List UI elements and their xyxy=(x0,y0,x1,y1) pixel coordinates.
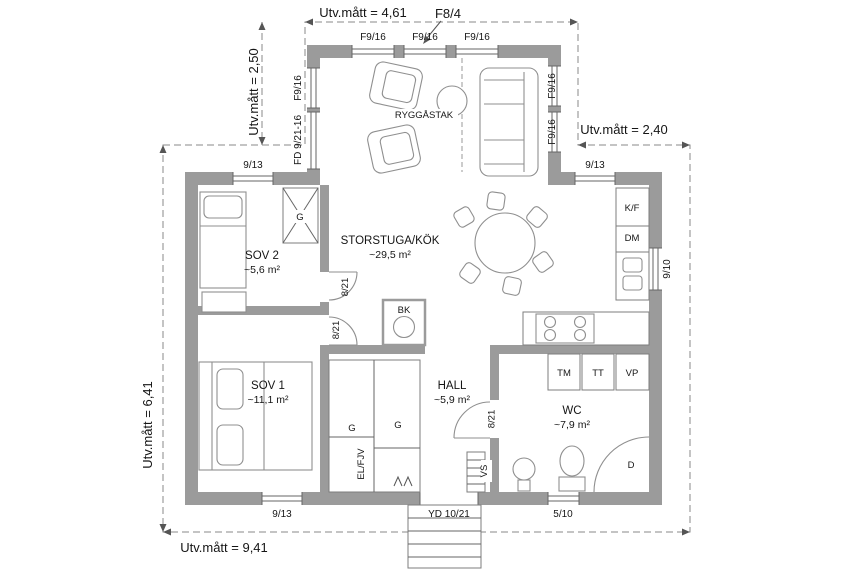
room-label-sov2: SOV 2 xyxy=(245,250,279,262)
room-area-wc: ~7,9 m² xyxy=(554,419,590,431)
window-label-top-right: 9/13 xyxy=(585,160,605,171)
window-label-f84: F8/4 xyxy=(435,6,461,21)
shower-label: D xyxy=(628,460,635,471)
window-top-right xyxy=(574,172,616,185)
closet-door-mark-1 xyxy=(393,475,403,487)
dimension-lines xyxy=(159,18,691,536)
sink-bowl-1 xyxy=(622,257,643,273)
armchair-1 xyxy=(369,61,423,111)
room-area-sov1: ~11,1 m² xyxy=(248,394,289,406)
window-bay-right-2 xyxy=(548,111,561,153)
bay-furniture xyxy=(367,61,539,177)
window-label-bay-top-3: F9/16 xyxy=(464,32,490,43)
closet-block xyxy=(328,359,421,493)
ridge-label: RYGGÅSTAK xyxy=(395,110,454,121)
window-label-bay-top-2: F9/16 xyxy=(412,32,438,43)
dim-label-top: Utv.mått = 4,61 xyxy=(319,5,407,20)
window-bay-top-1 xyxy=(351,45,395,58)
appliance-label-dishwasher: DM xyxy=(625,233,640,244)
room-label-sov1: SOV 1 xyxy=(251,380,285,392)
entry-stairs xyxy=(407,504,482,569)
door-label-sov2: 8/21 xyxy=(340,278,351,297)
fireplace xyxy=(381,298,427,347)
door-label-sov1: 8/21 xyxy=(331,321,342,340)
ridge-label-halo xyxy=(390,109,458,120)
door-label-wc: 8/21 xyxy=(487,410,498,429)
room-area-sov2: ~5,6 m² xyxy=(244,264,280,276)
window-label-bottom-right: 5/10 xyxy=(553,509,573,520)
window-label-bay-top-1: F9/16 xyxy=(360,32,386,43)
room-label-wc: WC xyxy=(562,405,581,417)
sink-bowl-2 xyxy=(622,275,643,291)
kitchen xyxy=(522,187,650,346)
wardrobe-label-2: G xyxy=(394,420,401,431)
window-label-top-left: 9/13 xyxy=(243,160,263,171)
bed-double xyxy=(198,361,313,471)
appliance-label-heatpump: VP xyxy=(626,368,639,379)
appliance-label-dryer: TT xyxy=(592,368,604,379)
dining-table xyxy=(474,212,536,274)
window-top-left xyxy=(232,172,274,185)
appliance-label-washer: TM xyxy=(557,368,571,379)
toilet xyxy=(558,445,586,492)
fridge-freezer xyxy=(615,187,650,227)
window-bay-top-3 xyxy=(455,45,499,58)
window-bay-top-2 xyxy=(403,45,447,58)
appliance-label-fridge: K/F xyxy=(625,203,640,214)
room-area-storstuga: ~29,5 m² xyxy=(369,249,411,261)
bed-single xyxy=(199,191,247,313)
window-label-bay-right-2: F9/16 xyxy=(547,119,558,145)
window-bottom-left xyxy=(261,492,303,505)
room-label-hall: HALL xyxy=(438,380,467,392)
window-label-bay-right-1: F9/16 xyxy=(547,73,558,99)
dim-label-bottom: Utv.mått = 9,41 xyxy=(180,540,268,555)
wc-sink xyxy=(512,457,536,492)
stove xyxy=(535,313,595,344)
vs-label: VS xyxy=(479,465,490,478)
door-label-entry: YD 10/21 xyxy=(428,509,470,520)
wardrobe-label-1: G xyxy=(348,423,355,434)
sofa xyxy=(479,67,539,177)
door-bay-left xyxy=(307,111,320,170)
window-label-bay-left: F9/16 xyxy=(293,75,304,101)
door-label-bay-left: FD 9/21-16 xyxy=(293,115,304,165)
fireplace-label: BK xyxy=(398,305,411,316)
window-right xyxy=(649,247,662,291)
vs-halo xyxy=(481,460,492,482)
dining-set xyxy=(453,191,554,296)
interior-walls xyxy=(198,185,649,492)
room-area-hall: ~5,9 m² xyxy=(434,394,470,406)
windows-and-openings xyxy=(232,45,662,505)
dishwasher xyxy=(615,225,650,253)
window-bottom-right xyxy=(547,492,580,505)
closet-door-mark-2 xyxy=(403,475,413,487)
window-label-right: 9/10 xyxy=(662,259,673,279)
utility-label: EL/FJV xyxy=(356,448,367,480)
dim-label-bay-left: Utv.mått = 2,50 xyxy=(246,48,261,136)
washing-machine xyxy=(547,353,581,391)
door-entry-opening xyxy=(419,492,479,505)
heat-pump xyxy=(615,353,650,391)
armchair-2 xyxy=(367,124,421,174)
wc-fixtures xyxy=(512,353,650,493)
room-label-storstuga: STORSTUGA/KÖK xyxy=(341,235,440,247)
window-bay-left xyxy=(307,67,320,109)
dryer xyxy=(581,353,615,391)
shower-screen xyxy=(593,436,650,493)
wardrobe-label-sov2: G xyxy=(296,212,303,223)
window-bay-right-1 xyxy=(548,65,561,107)
sov2-closet xyxy=(282,187,319,244)
window-label-bottom-left: 9/13 xyxy=(272,509,292,520)
dim-label-left: Utv.mått = 6,41 xyxy=(140,381,155,469)
dim-label-right: Utv.mått = 2,40 xyxy=(580,122,668,137)
